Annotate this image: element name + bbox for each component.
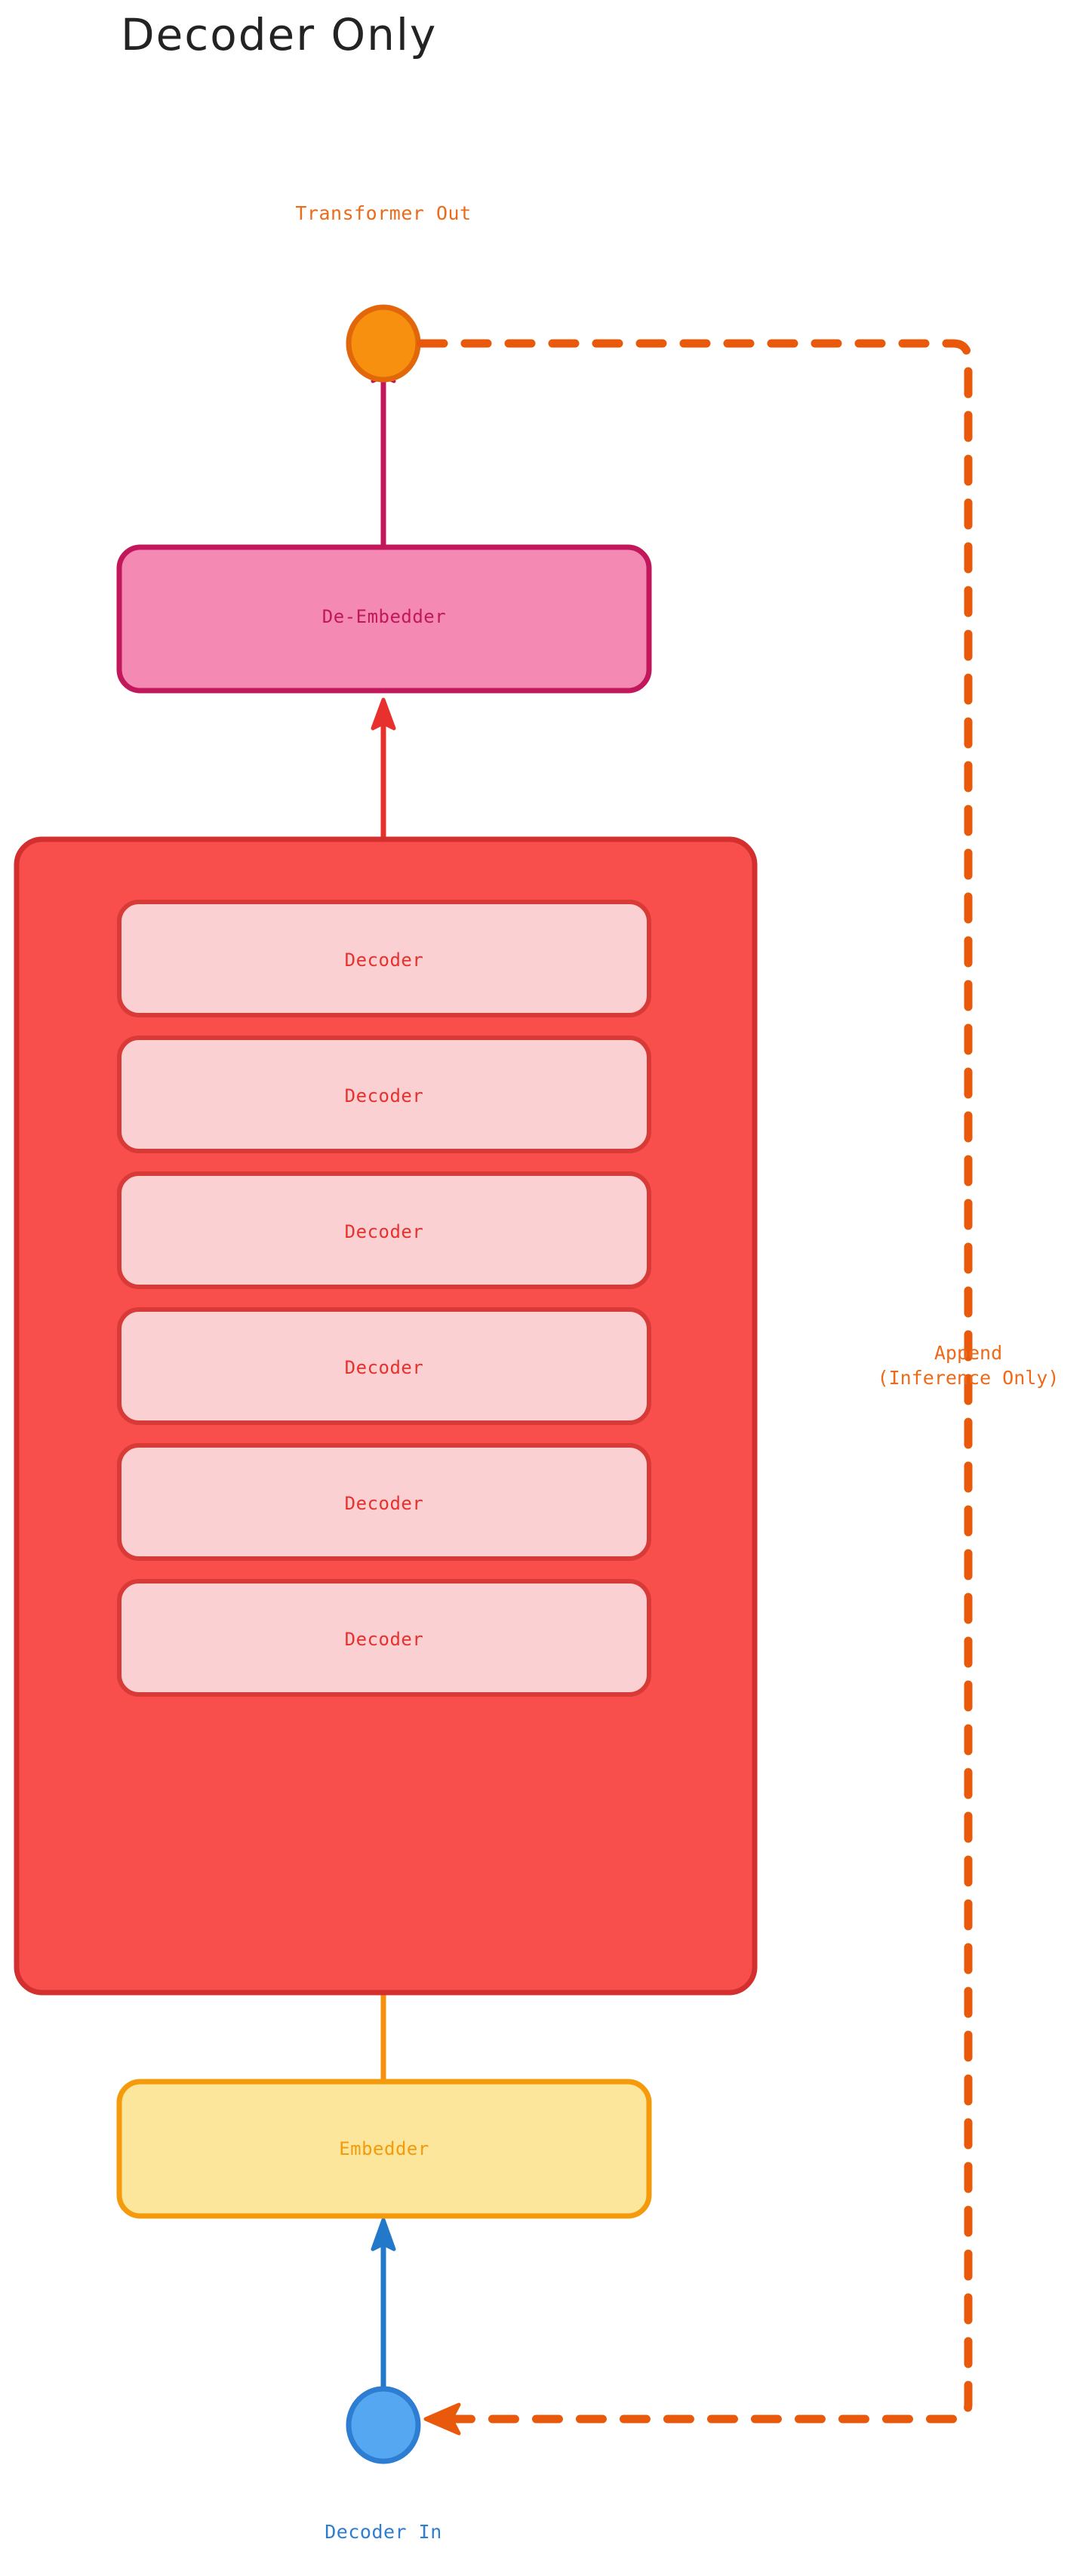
- transformer-out-node: [346, 304, 421, 383]
- append-feedback-edge: [417, 339, 973, 2436]
- embedder-label: Embedder: [339, 2138, 429, 2159]
- decoder-in-node: [346, 2386, 421, 2464]
- decoder-layer-label-5: Decoder: [344, 1493, 424, 1514]
- page-title: Decoder Only: [121, 9, 438, 60]
- decoder-layer-label-1: Decoder: [344, 949, 424, 971]
- decoder-layer-boxes: [117, 900, 651, 1697]
- de-embedder-box: [116, 544, 652, 694]
- decoder-layer-label-3: Decoder: [344, 1221, 424, 1242]
- de-embedder-label: De-Embedder: [321, 606, 447, 627]
- decoder-in-label: Decoder In: [325, 2521, 442, 2543]
- append-edge-label-line1: Append: [934, 1342, 1003, 1364]
- decoder-layer-label-2: Decoder: [344, 1085, 424, 1106]
- embedder-box: [116, 2079, 652, 2219]
- append-edge-label: Append (Inference Only): [823, 1340, 1089, 1390]
- decoder-layer-label-4: Decoder: [344, 1357, 424, 1378]
- arrow-deembedder-to-transformer-out: [371, 351, 396, 550]
- arrow-decoderin-to-embedder: [371, 2217, 396, 2394]
- append-edge-label-line2: (Inference Only): [877, 1367, 1060, 1389]
- decoder-layer-label-6: Decoder: [344, 1629, 424, 1650]
- transformer-out-label: Transformer Out: [295, 202, 472, 224]
